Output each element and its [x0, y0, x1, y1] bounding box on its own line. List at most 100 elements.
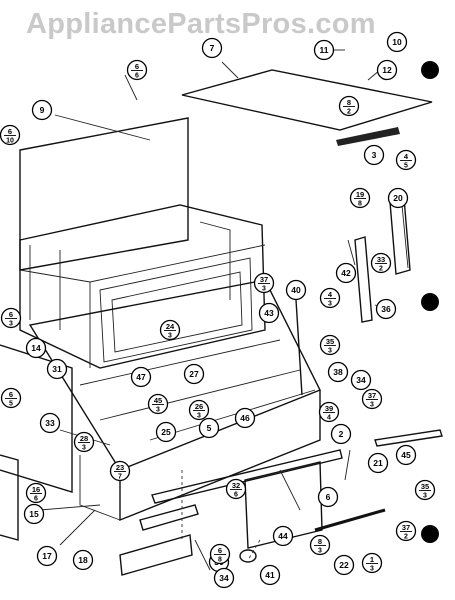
callout-circle	[23, 503, 45, 525]
callout-page: 3	[318, 548, 322, 555]
callout-circle	[130, 366, 152, 388]
callout-13: 13	[361, 552, 383, 574]
callout-number: 45	[154, 396, 162, 405]
callout-20: 20	[387, 187, 409, 209]
callout-circle	[213, 567, 235, 589]
callout-6e: 6	[317, 486, 339, 508]
callout-page: 3	[197, 413, 201, 420]
callout-page: 6	[34, 496, 38, 503]
callout-circle	[209, 543, 231, 565]
callout-number: 32	[232, 481, 240, 490]
callout-number: 23	[116, 463, 124, 472]
callout-number: 6	[326, 492, 331, 502]
callout-circle	[387, 187, 409, 209]
callout-37c: 372	[395, 520, 417, 542]
callout-circle	[225, 478, 247, 500]
callout-6a: 66	[126, 59, 148, 81]
callout-42: 42	[335, 262, 357, 284]
callout-25: 25	[155, 421, 177, 443]
callout-number: 8	[347, 98, 351, 107]
callout-circle	[234, 407, 256, 429]
callout-page: 6	[135, 73, 139, 80]
callout-43: 43	[258, 302, 280, 324]
callout-circle	[376, 59, 398, 81]
callout-4a: 45	[395, 149, 417, 171]
callout-page: 3	[370, 566, 374, 573]
cabinet-drawing	[0, 49, 443, 582]
callout-circle	[363, 144, 385, 166]
callout-number: 28	[80, 434, 88, 443]
callout-45a: 453	[147, 393, 169, 415]
callout-number: 15	[29, 509, 39, 519]
callout-circle	[272, 525, 294, 547]
callout-circle	[159, 319, 181, 341]
callout-circle	[285, 279, 307, 301]
callout-number: 4	[328, 290, 333, 299]
callout-44: 44	[272, 525, 294, 547]
callout-circle	[155, 421, 177, 443]
callout-10: 10	[386, 31, 408, 53]
callout-39: 394	[318, 401, 340, 423]
callout-number: 45	[401, 450, 411, 460]
callout-number: 43	[264, 308, 274, 318]
callout-32a: 326	[225, 478, 247, 500]
callout-circle	[370, 252, 392, 274]
callout-number: 1	[370, 555, 374, 564]
callout-number: 18	[78, 555, 88, 565]
callout-page: 4	[327, 415, 331, 422]
callout-number: 34	[356, 375, 366, 385]
callout-45b: 45	[395, 444, 417, 466]
callout-21: 21	[367, 452, 389, 474]
callout-8a: 82	[338, 95, 360, 117]
callout-circle	[338, 95, 360, 117]
callout-number: 6	[218, 546, 222, 555]
callout-number: 6	[9, 310, 13, 319]
callout-14: 14	[25, 337, 47, 359]
callout-number: 7	[210, 43, 215, 53]
callout-26: 263	[188, 399, 210, 421]
callout-circle	[375, 298, 397, 320]
callout-number: 25	[161, 427, 171, 437]
callout-page: 3	[156, 407, 160, 414]
callout-17: 17	[36, 545, 58, 567]
callout-31: 31	[46, 358, 68, 380]
callout-number: 33	[377, 255, 385, 264]
callout-circle	[386, 31, 408, 53]
callout-22: 22	[333, 554, 355, 576]
callout-circle	[253, 272, 275, 294]
callout-circle	[25, 337, 47, 359]
callout-circle	[188, 399, 210, 421]
callout-number: 14	[31, 343, 41, 353]
callout-28: 283	[73, 431, 95, 453]
callout-9: 9	[31, 99, 53, 121]
callout-11: 11	[313, 39, 335, 61]
callout-page: 2	[379, 266, 383, 273]
callout-circle	[317, 486, 339, 508]
callout-40: 40	[285, 279, 307, 301]
callout-page: 3	[328, 348, 332, 355]
callout-number: 36	[381, 304, 391, 314]
callout-circle	[349, 187, 371, 209]
callout-circle	[0, 387, 22, 409]
callout-circle	[319, 287, 341, 309]
callout-8b: 83	[309, 534, 331, 556]
callout-number: 40	[291, 285, 301, 295]
callout-circle	[319, 334, 341, 356]
callout-number: 37	[260, 275, 268, 284]
callout-41: 41	[259, 564, 281, 586]
callout-number: 12	[382, 65, 392, 75]
callout-15: 15	[23, 503, 45, 525]
callout-page: 8	[218, 557, 222, 564]
callout-number: 10	[392, 37, 402, 47]
callout-circle	[198, 417, 220, 439]
callout-number: 47	[136, 372, 146, 382]
callout-circle	[25, 482, 47, 504]
callout-page: 7	[118, 474, 122, 481]
callout-page: 3	[328, 301, 332, 308]
callout-circle	[72, 549, 94, 571]
callout-33b: 33	[39, 412, 61, 434]
callout-number: 3	[372, 150, 377, 160]
callout-circle	[0, 124, 21, 146]
callout-number: 5	[207, 423, 212, 433]
callout-6c: 63	[0, 307, 22, 329]
